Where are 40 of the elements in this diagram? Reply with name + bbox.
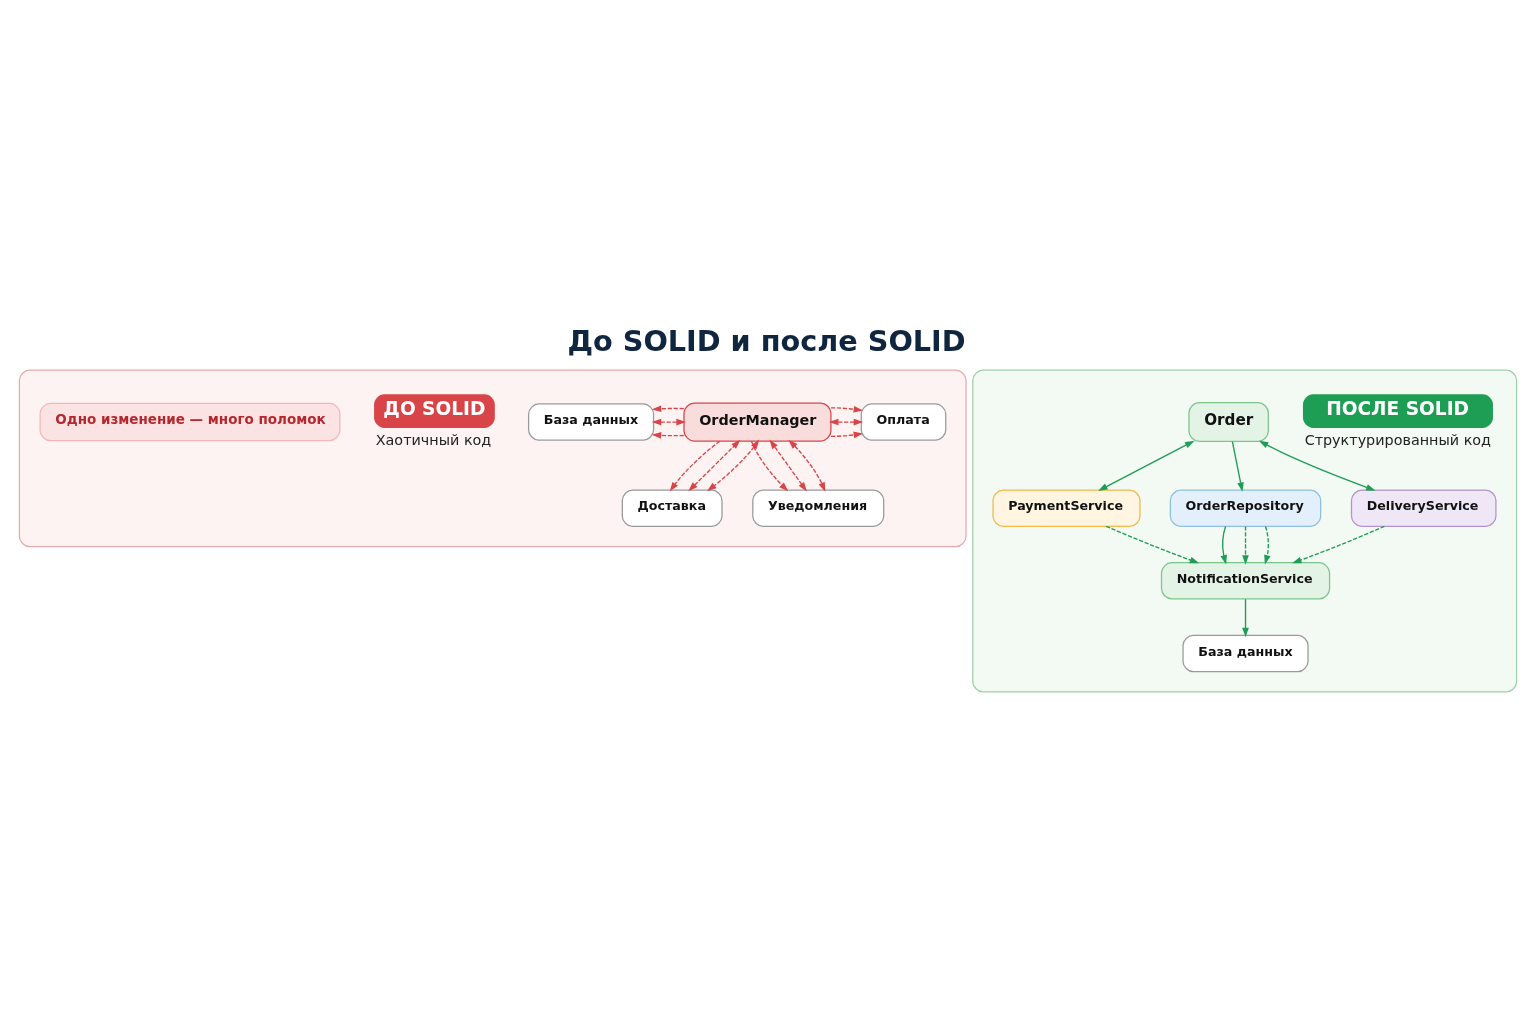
arrow xyxy=(688,439,741,492)
diagram-title: До SOLID и после SOLID xyxy=(567,323,966,358)
node-box: Одно изменение — много поломок xyxy=(39,402,341,442)
arrow xyxy=(788,439,826,492)
arrow xyxy=(651,418,686,426)
arrow xyxy=(651,405,685,413)
node-box: Оплата xyxy=(860,403,947,441)
arrow xyxy=(829,418,864,426)
arrow xyxy=(651,432,685,439)
node-box: ПОСЛЕ SOLID xyxy=(1302,394,1493,428)
arrow xyxy=(1098,440,1195,491)
arrow xyxy=(1231,440,1244,492)
node-box: PaymentService xyxy=(992,489,1141,527)
node-box: Доставка xyxy=(621,489,723,527)
node-box: База данных xyxy=(1182,634,1309,673)
arrow xyxy=(750,440,789,492)
arrow xyxy=(1292,525,1385,564)
arrow xyxy=(1105,525,1200,564)
arrow xyxy=(1242,525,1249,565)
node-label: Структурированный код xyxy=(1304,431,1491,448)
node-box: OrderRepository xyxy=(1169,489,1322,527)
node-label: Хаотичный код xyxy=(375,431,492,448)
arrow xyxy=(707,439,760,492)
node-box: Order xyxy=(1188,402,1269,443)
cluster xyxy=(18,369,967,548)
arrow xyxy=(830,431,864,439)
node-box: Уведомления xyxy=(752,489,885,527)
node-box: DeliveryService xyxy=(1350,489,1497,527)
arrow xyxy=(1242,598,1249,638)
arrow xyxy=(830,405,864,413)
cluster xyxy=(972,369,1518,693)
node-box: База данных xyxy=(527,403,655,441)
arrow xyxy=(769,439,807,492)
node-box: OrderManager xyxy=(683,402,832,442)
arrow xyxy=(669,440,721,492)
node-box: NotificationService xyxy=(1160,562,1331,600)
arrow xyxy=(1220,525,1227,565)
arrow xyxy=(1264,525,1271,565)
node-box: ДО SOLID xyxy=(374,394,495,428)
arrow xyxy=(1258,440,1376,491)
